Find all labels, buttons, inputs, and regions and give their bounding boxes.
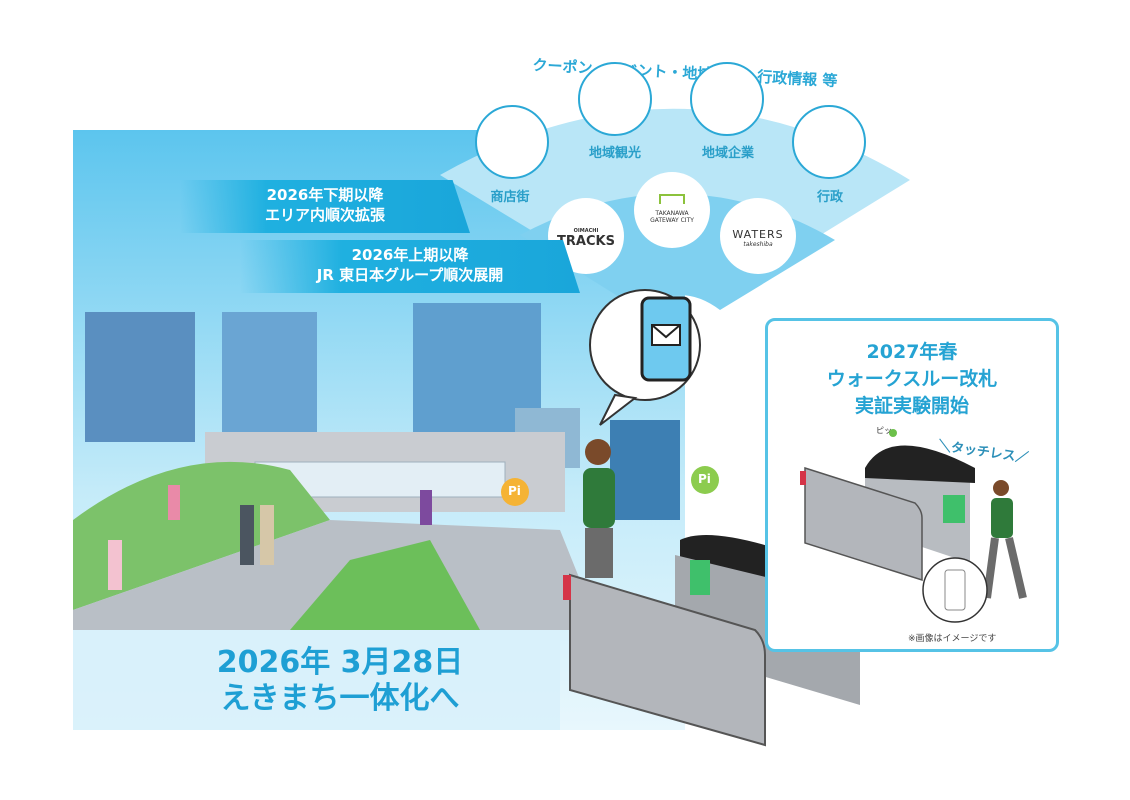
logo-tracks-main: TRACKS [557, 234, 615, 249]
banner-group-rollout: 2026年上期以降 JR 東日本グループ順次展開 [240, 240, 580, 293]
title-line: ウォークスルー改札 [826, 368, 998, 390]
banner-line: 2026年下期以降 [266, 186, 384, 204]
person-phone [583, 439, 615, 578]
logo-takanawa: TAKANAWA GATEWAY CITY [634, 172, 710, 248]
banner-line: 2026年上期以降 [351, 246, 469, 264]
building [222, 312, 317, 442]
government-building-icon [792, 105, 866, 179]
image-note: ※画像はイメージです [908, 634, 997, 644]
label-chiiki-kanko: 地域観光 [588, 146, 641, 161]
building [610, 420, 680, 520]
logo-takanawa-sub: GATEWAY CITY [650, 217, 694, 224]
takanawa-mark [659, 194, 685, 204]
logo-takanawa-main: TAKANAWA [655, 210, 689, 217]
touchless-label: ＼タッチレス／ [937, 438, 1030, 467]
bridge-icon [578, 62, 652, 136]
grass [73, 461, 330, 610]
label-shotengai: 商店街 [490, 190, 530, 205]
storefront-icon [475, 105, 549, 179]
logo-waters-sub: takeshiba [743, 241, 773, 248]
banner-area-expansion: 2026年下期以降 エリア内順次拡張 [180, 180, 470, 233]
barn-icon [690, 62, 764, 136]
banner-line: エリア内順次拡張 [264, 206, 385, 224]
road [73, 520, 600, 630]
pi-bubble [691, 466, 719, 494]
walkthrough-panel: 2027年春 ウォークスルー改札 実証実験開始 ピッ ＼タッチレス／ ※画像はイ… [765, 318, 1059, 652]
headline-date: 2026年 3月28日 [216, 645, 464, 680]
banner-line: JR 東日本グループ順次展開 [316, 266, 504, 284]
walkthrough-title: 2027年春 ウォークスルー改札 実証実験開始 [768, 339, 1056, 420]
title-line: 2027年春 [866, 341, 958, 363]
headline-subtitle: えきまち一体化へ [220, 681, 460, 716]
logo-tracks-small: OIMACHI [573, 228, 599, 234]
beep-label: ピッ [876, 426, 892, 435]
title-line: 実証実験開始 [854, 395, 969, 417]
pi-label: Pi [508, 484, 521, 498]
label-chiiki-kigyo: 地域企業 [701, 146, 754, 161]
pi-bubble [501, 478, 529, 506]
logo-waters: WATERS takeshiba [720, 198, 796, 274]
label-gyosei: 行政 [816, 190, 843, 205]
logo-waters-main: WATERS [732, 228, 784, 241]
grass-triangle [290, 540, 480, 630]
pedestrians [108, 485, 432, 590]
pi-label: Pi [698, 472, 711, 486]
main-headline: 2026年 3月28日 えきまち一体化へ [150, 645, 530, 717]
building [85, 312, 195, 442]
